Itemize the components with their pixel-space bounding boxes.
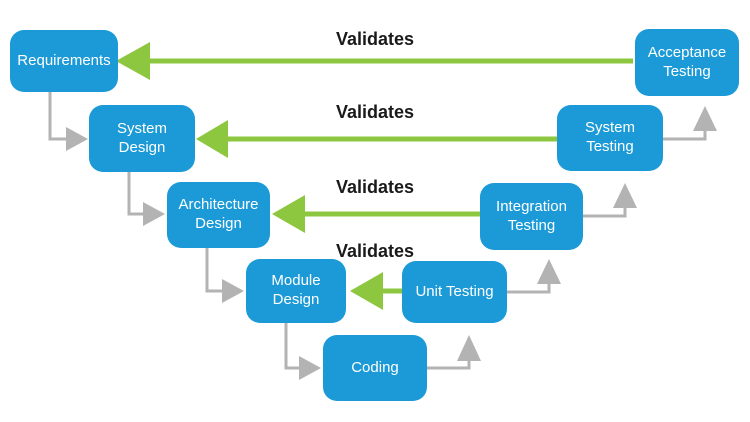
validates-arrow-acceptance-to-requirements [116, 42, 633, 80]
box-system-testing: System Testing [557, 105, 663, 171]
flow-arrow-architecture-design-to-module-design [205, 248, 244, 303]
box-coding-label: Coding [351, 358, 399, 376]
box-coding: Coding [323, 335, 427, 401]
box-acceptance-testing-label: Acceptance Testing [647, 43, 727, 80]
validates-arrow-integration-testing-to-architecture-design [272, 195, 480, 233]
box-architecture-design: Architecture Design [167, 182, 270, 248]
validates-label-1: Validates [335, 29, 415, 49]
box-module-design: Module Design [246, 259, 346, 323]
validates-arrow-system-testing-to-system-design [196, 120, 557, 158]
box-acceptance-testing: Acceptance Testing [635, 29, 739, 96]
box-integration-testing-label: Integration Testing [496, 197, 567, 234]
flow-arrow-system-testing-to-acceptance-testing [663, 106, 717, 141]
validates-label-2: Validates [335, 102, 415, 122]
box-module-design-label: Module Design [271, 272, 321, 308]
flow-arrow-system-design-to-architecture-design [127, 172, 165, 226]
box-integration-testing: Integration Testing [480, 183, 583, 250]
box-requirements: Requirements [10, 30, 118, 92]
box-system-testing-label: System Testing [584, 119, 635, 155]
flow-arrow-requirements-to-system-design [48, 92, 88, 151]
box-system-design: System Design [89, 105, 195, 172]
flow-arrow-coding-to-unit-testing [427, 335, 481, 370]
validates-arrow-unit-testing-to-module-design [350, 272, 402, 310]
flow-arrow-integration-testing-to-system-testing [583, 183, 637, 218]
box-unit-testing-label: Unit Testing [415, 282, 494, 300]
box-unit-testing: Unit Testing [402, 261, 507, 323]
box-architecture-design-label: Architecture Design [178, 196, 259, 232]
validates-label-4: Validates [335, 241, 415, 261]
box-system-design-label: System Design [116, 119, 167, 156]
flow-arrow-unit-testing-to-integration-testing [507, 259, 561, 294]
validates-label-3: Validates [335, 177, 415, 197]
flow-arrow-module-design-to-coding [284, 323, 321, 380]
box-requirements-label: Requirements [17, 51, 111, 69]
